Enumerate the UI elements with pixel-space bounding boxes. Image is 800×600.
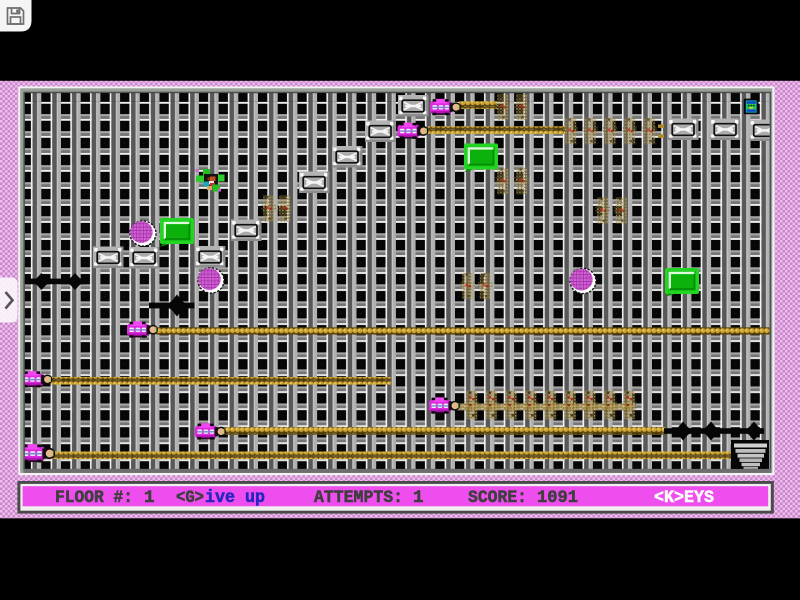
svg-text:SCORE:: SCORE: — [468, 488, 527, 508]
svg-text:FLOOR #:: FLOOR #: — [55, 488, 133, 508]
svg-text:1091: 1091 — [537, 488, 578, 508]
svg-text:ATTEMPTS:: ATTEMPTS: — [314, 488, 403, 508]
svg-text:<K>EYS: <K>EYS — [654, 488, 714, 508]
svg-text:1: 1 — [413, 488, 424, 508]
svg-text:1: 1 — [144, 488, 155, 508]
svg-text:<G>: <G> — [176, 488, 204, 508]
svg-text:ive up: ive up — [205, 488, 265, 508]
